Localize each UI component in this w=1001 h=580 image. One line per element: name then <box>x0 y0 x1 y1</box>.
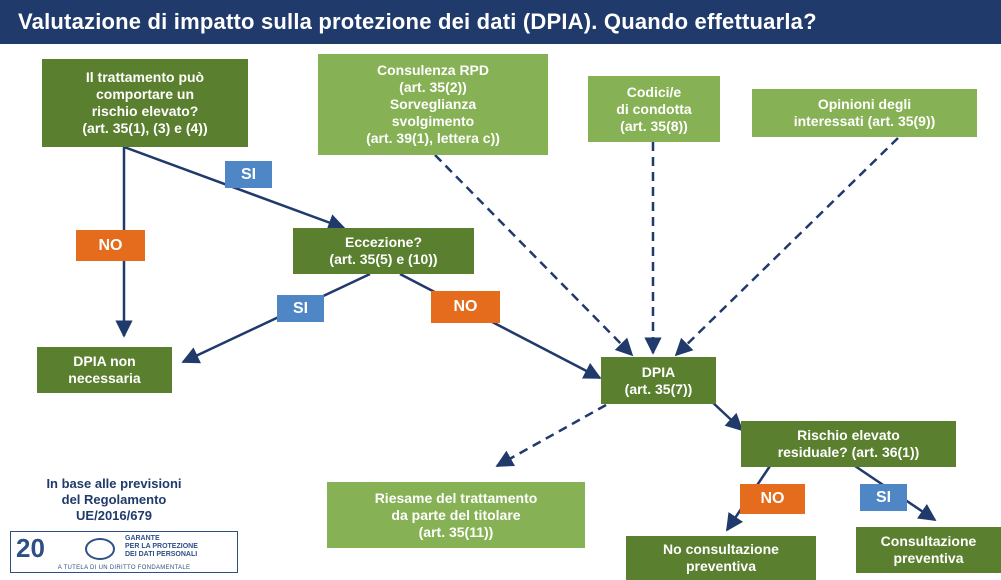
node-no-consultazione: No consultazione preventiva <box>626 536 816 580</box>
arrow-opinioni-to-dpia <box>674 137 899 357</box>
arrow-eccezione-to-non-necessaria <box>181 272 371 364</box>
arrow-consulenza-to-dpia <box>434 154 634 357</box>
node-opinioni-interessati: Opinioni degli interessati (art. 35(9)) <box>752 89 977 137</box>
arrow-dpia-to-rischio-residuale <box>709 399 744 432</box>
tag-si-eccezione: SI <box>225 161 272 188</box>
node-rischio-residuale: Rischio elevato residuale? (art. 36(1)) <box>741 421 956 467</box>
title-bar: Valutazione di impatto sulla protezione … <box>0 0 1001 44</box>
node-eccezione: Eccezione? (art. 35(5) e (10)) <box>293 228 474 274</box>
node-codici-condotta: Codici/e di condotta (art. 35(8)) <box>588 76 720 142</box>
logo-line-3: DEI DATI PERSONALI <box>125 551 198 558</box>
arrow-dpia-to-riesame <box>495 403 607 468</box>
tag-si-non-necessaria: SI <box>277 295 324 322</box>
node-consulenza-rpd: Consulenza RPD (art. 35(2)) Sorveglianza… <box>318 54 548 155</box>
node-dpia-non-necessaria: DPIA non necessaria <box>37 347 172 393</box>
logo-motto: A TUTELA DI UN DIRITTO FONDAMENTALE <box>57 565 191 571</box>
logo-emblem-icon <box>85 538 115 560</box>
node-riesame: Riesame del trattamento da parte del tit… <box>327 482 585 548</box>
tag-no-non-necessaria: NO <box>76 230 145 261</box>
node-consultazione: Consultazione preventiva <box>856 527 1001 573</box>
tag-no-dpia: NO <box>431 291 500 323</box>
tag-si-consultazione: SI <box>860 484 907 511</box>
node-rischio-elevato: Il trattamento può comportare un rischio… <box>42 59 248 147</box>
garante-logo: 20 GARANTE PER LA PROTEZIONE DEI DATI PE… <box>10 531 238 573</box>
page-title: Valutazione di impatto sulla protezione … <box>18 9 817 34</box>
logo-line-2: PER LA PROTEZIONE <box>125 543 198 550</box>
regulation-basis-note: In base alle previsioni del Regolamento … <box>46 476 182 523</box>
tag-no-consultazione: NO <box>740 484 805 514</box>
logo-line-1: GARANTE <box>125 535 160 542</box>
arrow-eccezione-to-dpia <box>399 272 602 380</box>
logo-numerals: 20 <box>16 533 45 563</box>
node-dpia: DPIA (art. 35(7)) <box>601 357 716 404</box>
